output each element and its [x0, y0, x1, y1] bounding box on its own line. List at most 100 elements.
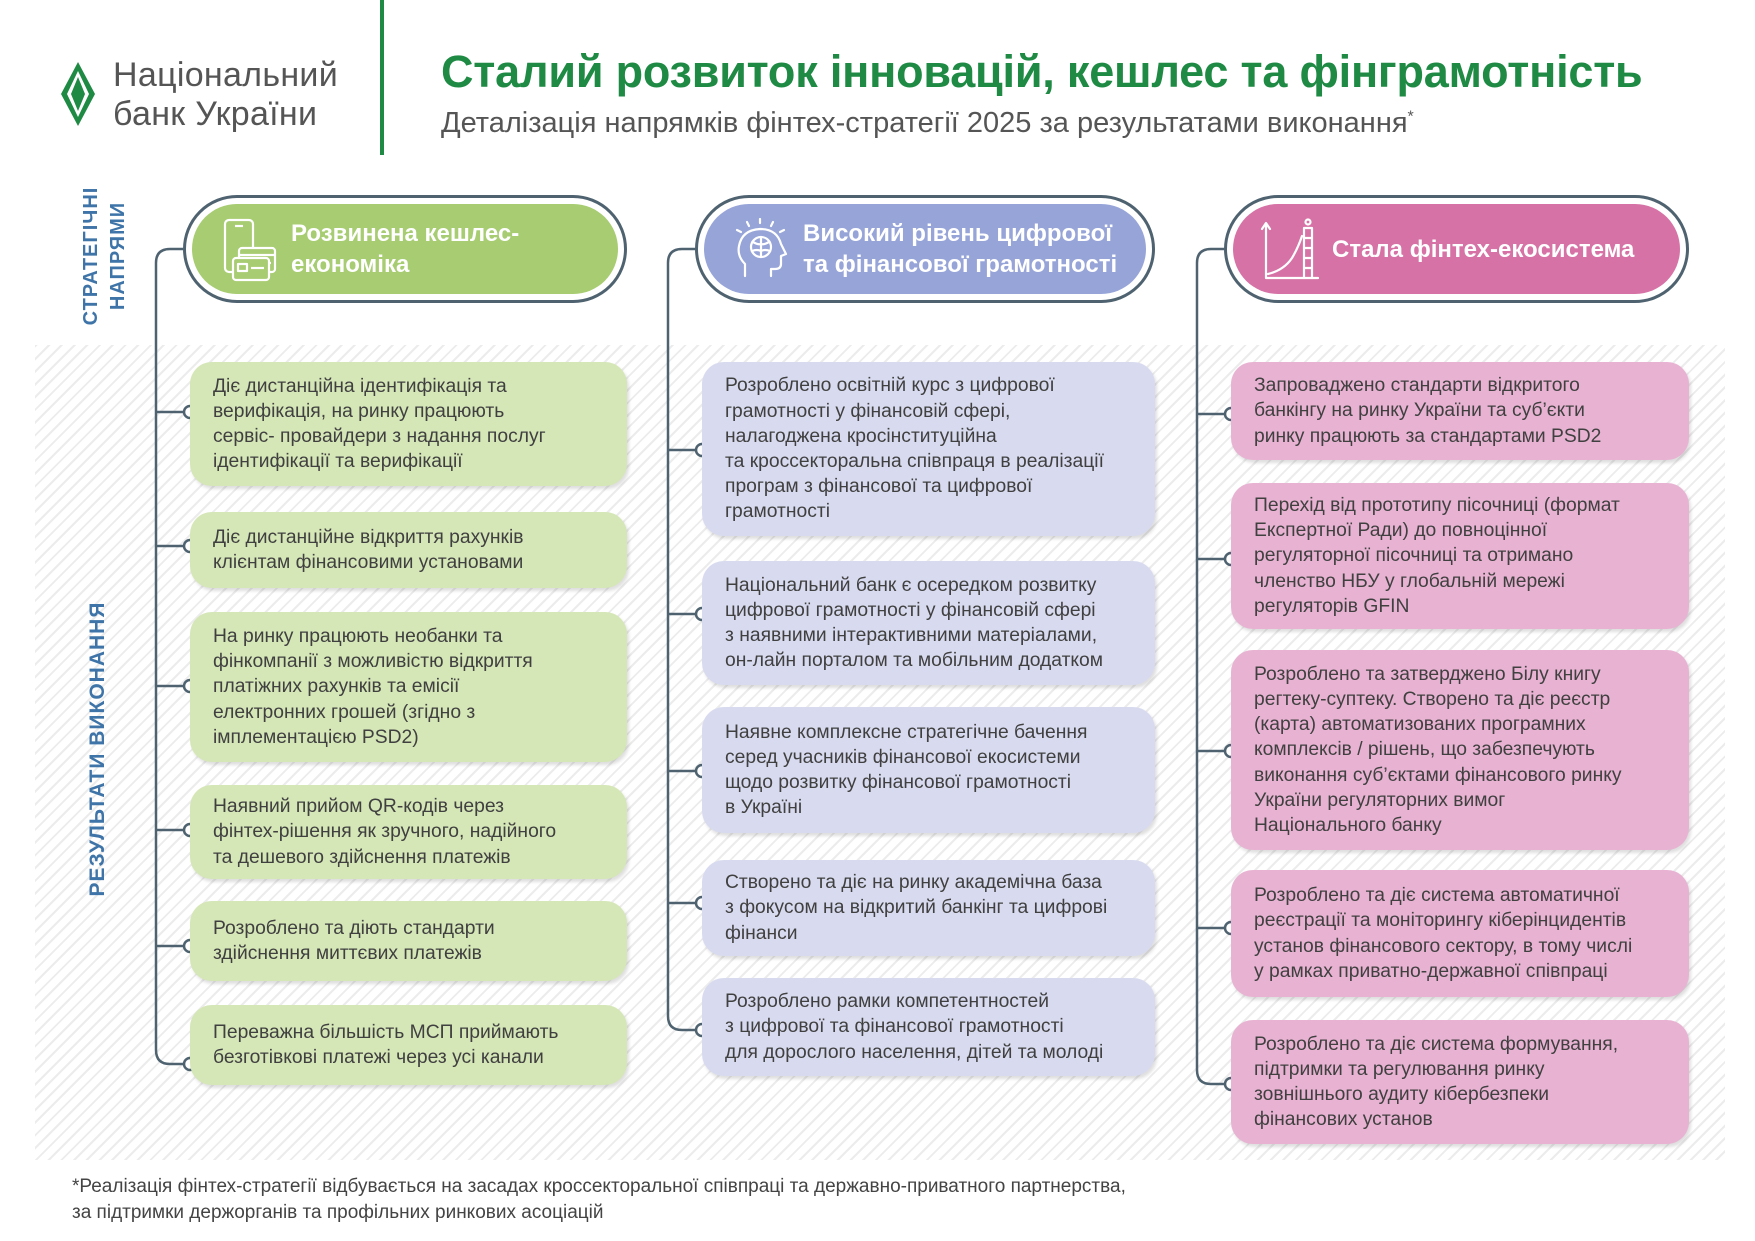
result-card: Переважна більшість МСП приймають безготі… [190, 1005, 627, 1085]
result-card: Запроваджено стандарти відкритого банкінг… [1231, 362, 1689, 460]
result-card-line: фінанси [725, 922, 798, 944]
result-card-line: Перехід від прототипу пісочниці (формат [1254, 494, 1620, 516]
result-card-line: Запроваджено стандарти відкритого [1254, 375, 1580, 397]
result-card-line: членство НБУ у глобальній мережі [1254, 570, 1565, 592]
direction-title-line-1: Розвинена кешлес- [291, 220, 520, 247]
direction-title-line-1: Стала фінтех-екосистема [1332, 235, 1635, 263]
result-card-line: фінансових установ [1254, 1109, 1433, 1131]
result-card-line: На ринку працюють необанки та [213, 625, 503, 647]
result-card-line: Національний банк є осередком розвитку [725, 574, 1097, 596]
result-card-line: з наявними інтерактивними матеріалами, [725, 625, 1098, 646]
result-card-line: Наявний прийом QR-кодів через [213, 796, 504, 818]
direction-cashless-economy: Розвинена кешлес- економіка [183, 195, 627, 303]
logo-text: Національний банк України [113, 56, 338, 134]
result-card-line: зовнішнього аудиту кібербезпеки [1254, 1084, 1549, 1105]
direction-title: Високий рівень цифрової та фінансової гр… [803, 198, 1122, 300]
result-card-line: ідентифікації та верифікації [213, 451, 463, 473]
page-subtitle: Деталізація напрямків фінтех-стратегії 2… [441, 107, 1414, 140]
result-card: Розроблено та діє система формування,під… [1231, 1020, 1689, 1144]
result-card: Діє дистанційне відкриття рахунків клієнт… [190, 512, 627, 588]
result-card-line: регуляторів GFIN [1254, 595, 1410, 617]
result-card-line: комплексів / рішень, що забезпечують [1254, 739, 1595, 761]
direction-pill-fill [704, 204, 1146, 294]
result-card-line: Розроблено та діє система автоматичної [1254, 885, 1620, 907]
result-card-line: Створено та діє на ринку академічна база [725, 872, 1102, 894]
result-card: Створено та діє на ринку академічна база… [702, 860, 1155, 956]
direction-title: Стала фінтех-екосистема [1332, 198, 1656, 300]
header-divider [380, 0, 384, 155]
result-card-line: здійснення миттєвих платежів [213, 943, 482, 964]
result-card-line: Наявне комплексне стратегічне бачення [725, 721, 1088, 743]
result-card-line: Переважна більшість МСП приймають [213, 1021, 559, 1043]
result-card-line: регуляторної пісочниці та отримано [1254, 545, 1574, 567]
result-card-line: Діє дистанційне відкриття рахунків [213, 526, 524, 548]
result-card-line: безготівкові платежі через усі канали [213, 1047, 544, 1068]
result-card-line: з фокусом на відкритий банкінг та цифров… [725, 897, 1108, 919]
result-card-line: ринку працюють за стандартами PSD2 [1254, 425, 1602, 447]
result-card-line: верифікація, на ринку працюють [213, 400, 505, 422]
result-card: Наявне комплексне стратегічне бачення сер… [702, 707, 1155, 833]
result-card-line: для дорослого населення, дітей та молоді [725, 1041, 1104, 1063]
result-card: Національний банк є осередком розвитку ци… [702, 561, 1155, 685]
result-card-line: Розроблено освітній курс з цифрової [725, 375, 1055, 397]
result-card-line: Діє дистанційна ідентифікація та [213, 375, 507, 397]
result-card-line: установ фінансового сектору, в тому числ… [1254, 935, 1633, 957]
direction-digital-financial-literacy: Високий рівень цифрової та фінансової гр… [695, 195, 1155, 303]
result-card-line: щодо розвитку фінансової грамотності [725, 772, 1072, 793]
subtitle-footnote-mark: * [1407, 108, 1414, 126]
result-card-line: з цифрової та фінансової грамотності [725, 1016, 1064, 1038]
result-card-line: та дешевого здійснення платежів [213, 846, 511, 868]
result-card-line: клієнтам фінансовими установами [213, 552, 524, 573]
result-card-line: у рамках приватно-державної співпраці [1254, 960, 1608, 982]
nbu-logo-icon [61, 62, 95, 126]
result-card-line: банкінгу на ринку України та суб’єкти [1254, 400, 1585, 422]
footnote-line-2: за підтримки держорганів та профільних р… [72, 1202, 604, 1223]
result-card-line: фінтех-рішення як зручного, надійного [213, 821, 557, 843]
result-card-line: Розроблено та затверджено Білу книгу [1254, 663, 1601, 685]
brain-head-icon [735, 218, 788, 278]
direction-title: Розвинена кешлес- економіка [291, 198, 594, 300]
result-card-line: реєстрації та моніторингу кіберінциденті… [1254, 910, 1627, 932]
result-card-line: підтримки та регулювання ринку [1254, 1058, 1545, 1080]
result-card: Діє дистанційна ідентифікація та верифіка… [190, 362, 627, 486]
result-card-line: та кроссекторальна співпраця в реалізаці… [725, 451, 1104, 472]
result-card-line: Розроблено рамки компетентностей [725, 991, 1050, 1013]
result-card-line: налагоджена кросінституційна [725, 425, 997, 447]
result-card-line: програм з фінансової та цифрової [725, 476, 1033, 498]
result-card: Наявний прийом QR-кодів через фінтех-ріше… [190, 785, 627, 879]
result-card-line: імплементацією PSD2) [213, 726, 419, 748]
result-card: Розроблено рамки компетентностей з цифров… [702, 978, 1155, 1076]
result-card-line: серед учасників фінансової екосистеми [725, 746, 1081, 768]
result-card-line: платіжних рахунків та емісії [213, 676, 460, 698]
result-card-line: регтеку-суптеку. Створено та діє реєстр [1254, 688, 1611, 710]
logo-line-2: банк України [113, 95, 318, 133]
result-card-line: фінкомпанії з можливістю відкриття [213, 651, 533, 673]
page-title: Сталий розвиток інновацій, кешлес та фін… [441, 46, 1643, 97]
direction-title-line-1: Високий рівень цифрової [803, 220, 1112, 247]
subtitle-text: Деталізація напрямків фінтех-стратегії 2… [441, 107, 1408, 139]
growth-chart-icon [1260, 218, 1320, 280]
result-card-line: цифрової грамотності у фінансовій сфері [725, 599, 1096, 621]
result-card-line: електронних грошей (згідно з [213, 701, 476, 723]
result-card-line: (карта) автоматизованих програмних [1254, 714, 1586, 736]
direction-title-line-2: та фінансової грамотності [803, 251, 1118, 278]
result-card-line: Національного банку [1254, 815, 1442, 836]
footnote-line-1: *Реалізація фінтех-стратегії відбуваєтьс… [72, 1176, 1126, 1197]
result-card-line: сервіс- провайдери з надання послуг [213, 426, 546, 447]
result-card: Розроблено та затверджено Білу книгу регт… [1231, 650, 1689, 850]
result-card-line: виконання суб’єктами фінансового ринку [1254, 764, 1622, 786]
result-card-line: Експертної Ради) до повноцінної [1254, 520, 1548, 542]
phone-card-icon [223, 218, 277, 282]
footnote: *Реалізація фінтех-стратегії відбуваєтьс… [72, 1174, 1126, 1226]
result-card-line: в Україні [725, 797, 803, 819]
result-card: Розроблено освітній курс з цифрової грамо… [702, 362, 1155, 536]
result-card: На ринку працюють необанки та фінкомпанії… [190, 612, 627, 762]
result-card-line: грамотності у фінансовій сфері, [725, 400, 1011, 422]
direction-fintech-ecosystem: Стала фінтех-екосистема [1224, 195, 1689, 303]
result-card-line: грамотності [725, 501, 830, 523]
result-card: Розроблено та діє система автоматичної ре… [1231, 870, 1689, 997]
result-card-line: України регуляторних вимог [1254, 789, 1506, 811]
direction-title-line-2: економіка [291, 251, 410, 278]
